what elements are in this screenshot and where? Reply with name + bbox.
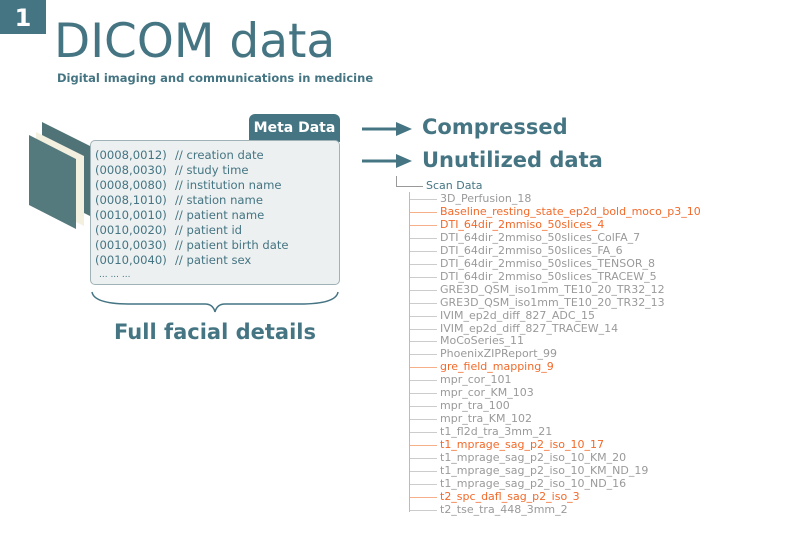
- meta-row: (0010,0020) // patient id: [95, 223, 339, 238]
- meta-desc: // patient sex: [175, 253, 252, 267]
- tree-branch-line: [410, 380, 437, 382]
- meta-row: (0008,0012) // creation date: [95, 148, 339, 163]
- tree-item[interactable]: gre_field_mapping_9: [440, 360, 554, 374]
- page-title: DICOM data: [54, 14, 336, 69]
- meta-tag: (0008,0012): [95, 148, 167, 162]
- tree-branch-line: [410, 354, 437, 356]
- tree-branch-line: [410, 328, 437, 330]
- tree-item[interactable]: mpr_tra_KM_102: [440, 412, 532, 426]
- tree-branch-line: [410, 276, 437, 278]
- tree-branch-line: [410, 419, 437, 421]
- tree-branch-line: [410, 289, 437, 291]
- arrows: [362, 122, 412, 168]
- arrow-icon: [362, 122, 412, 136]
- tree-item[interactable]: DTI_64dir_2mmiso_50slices_ColFA_7: [440, 230, 641, 244]
- slide-number-badge: 1: [0, 0, 46, 34]
- tree-branch-line: [410, 432, 437, 434]
- tree-branch-line: [410, 263, 437, 265]
- tree-item[interactable]: PhoenixZIPReport_99: [440, 347, 558, 361]
- tree-item[interactable]: t1_mprage_sag_p2_iso_10_17: [440, 438, 604, 452]
- tree-root-line: [396, 176, 397, 186]
- tree-branch-line: [410, 393, 437, 395]
- meta-tag: (0008,0080): [95, 178, 167, 192]
- meta-row: (0008,1010) // station name: [95, 193, 339, 208]
- tree-item[interactable]: DTI_64dir_2mmiso_50slices_TRACEW_5: [440, 269, 657, 283]
- meta-desc: // institution name: [175, 178, 282, 192]
- tree-item[interactable]: mpr_cor_KM_103: [440, 386, 534, 400]
- tree-branch-line: [410, 250, 437, 252]
- meta-desc: // patient birth date: [175, 238, 289, 252]
- tree-vertical-line: [409, 192, 410, 512]
- tree-branch-line: [410, 302, 437, 304]
- tree-branch-line: [410, 470, 437, 472]
- compressed-label: Compressed: [422, 115, 568, 139]
- tree-branch-line: [410, 315, 437, 317]
- meta-tag: (0010,0030): [95, 238, 167, 252]
- meta-tag: (0010,0010): [95, 208, 167, 222]
- ellipsis: ... ... ...: [99, 270, 131, 280]
- tree-branch-line: [410, 367, 437, 369]
- tree-branch-line: [410, 224, 437, 226]
- meta-tag: (0010,0040): [95, 253, 167, 267]
- tree-branch-line: [410, 509, 437, 511]
- brace-label: Full facial details: [114, 320, 316, 344]
- meta-tag: (0010,0020): [95, 223, 167, 237]
- meta-row: (0010,0010) // patient name: [95, 208, 339, 223]
- tree-branch-line: [410, 406, 437, 408]
- meta-data-box: (0008,0012) // creation date (0008,0030) //…: [90, 140, 340, 285]
- tree-branch-line: [410, 483, 437, 485]
- tree-root-label: Scan Data: [426, 179, 483, 192]
- tree-item[interactable]: t1_fl2d_tra_3mm_21: [440, 425, 553, 439]
- tree-branch-line: [410, 199, 437, 200]
- arrow-icon: [362, 154, 412, 168]
- tree-item[interactable]: mpr_cor_101: [440, 373, 512, 387]
- tree-branch-line: [410, 458, 437, 459]
- tree-item[interactable]: t2_spc_dafl_sag_p2_iso_3: [440, 489, 580, 503]
- meta-desc: // study time: [175, 163, 249, 177]
- meta-desc: // station name: [175, 193, 263, 207]
- tree-branch-line: [410, 211, 437, 213]
- dicom-file-stack-icon: [29, 122, 90, 229]
- meta-desc: // patient id: [175, 223, 243, 237]
- tree-item[interactable]: DTI_64dir_2mmiso_50slices_4: [440, 217, 605, 231]
- meta-data-tab: Meta Data: [249, 114, 340, 142]
- curly-brace: [91, 291, 339, 313]
- meta-row: (0008,0030) // study time: [95, 163, 339, 178]
- tree-branch-line: [410, 496, 437, 498]
- tree-item[interactable]: MoCoSeries_11: [440, 334, 524, 348]
- tree-item[interactable]: 3D_Perfusion_18: [440, 192, 532, 205]
- tree-branch-line: [410, 341, 437, 343]
- tree-item[interactable]: t1_mprage_sag_p2_iso_10_KM_20: [440, 451, 627, 464]
- meta-row: (0010,0030) // patient birth date: [95, 238, 339, 253]
- tree-item[interactable]: Baseline_resting_state_ep2d_bold_moco_p3…: [440, 204, 701, 218]
- tree-root-stub: [396, 186, 423, 187]
- tree-branch-line: [410, 445, 437, 447]
- tree-item[interactable]: IVIM_ep2d_diff_827_ADC_15: [440, 308, 596, 322]
- meta-desc: // creation date: [175, 148, 264, 162]
- page-subtitle: Digital imaging and communications in me…: [57, 71, 374, 85]
- tree-item[interactable]: DTI_64dir_2mmiso_50slices_TENSOR_8: [440, 256, 656, 270]
- meta-row: (0008,0080) // institution name: [95, 178, 339, 193]
- meta-row: (0010,0040) // patient sex: [95, 253, 339, 268]
- meta-tag: (0008,0030): [95, 163, 167, 177]
- tree-branch-line: [410, 237, 437, 239]
- meta-desc: // patient name: [175, 208, 265, 222]
- tree-item[interactable]: mpr_tra_100: [440, 399, 510, 413]
- meta-tag: (0008,1010): [95, 193, 167, 207]
- tree-item[interactable]: IVIM_ep2d_diff_827_TRACEW_14: [440, 321, 619, 335]
- tree-item[interactable]: t1_mprage_sag_p2_iso_10_ND_16: [440, 476, 627, 490]
- tree-item[interactable]: DTI_64dir_2mmiso_50slices_FA_6: [440, 243, 623, 257]
- tree-item[interactable]: GRE3D_QSM_iso1mm_TE10_20_TR32_13: [440, 295, 665, 309]
- tree-item[interactable]: t1_mprage_sag_p2_iso_10_KM_ND_19: [440, 463, 649, 477]
- tree-item[interactable]: t2_tse_tra_448_3mm_2: [440, 502, 568, 516]
- unutilized-label: Unutilized data: [422, 148, 603, 172]
- tree-item[interactable]: GRE3D_QSM_iso1mm_TE10_20_TR32_12: [440, 282, 665, 296]
